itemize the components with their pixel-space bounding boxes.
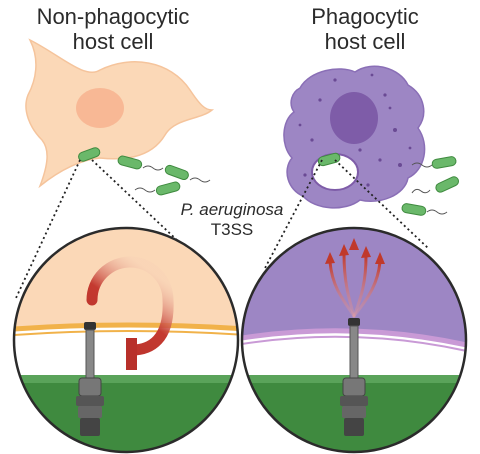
phagocytic-cell: [283, 65, 426, 209]
bacterium-8: [401, 203, 448, 216]
zoom-circle-phagocytic: [240, 226, 468, 454]
bacterium-6: [411, 156, 457, 169]
bacteria-species: P. aeruginosa: [180, 200, 284, 219]
phagocytic-nucleus: [330, 92, 378, 144]
translocation-hook-arrow: [86, 256, 174, 356]
non-phagocytic-cell: [25, 38, 215, 189]
effector-arrows: [328, 246, 382, 318]
title-phagocytic: Phagocytic host cell: [290, 4, 440, 55]
bacterium-4: [134, 181, 181, 196]
title-right-line2: host cell: [324, 29, 406, 55]
cell-granules: [298, 73, 412, 187]
bacteria-label: P. aeruginosa T3SS: [172, 200, 292, 239]
zoom-lines: [15, 159, 429, 299]
non-phagocytic-nucleus: [76, 88, 124, 128]
bacterium-2: [117, 155, 164, 171]
bacterium-7: [411, 176, 460, 194]
title-non-phagocytic: Non-phagocytic host cell: [28, 4, 198, 55]
zoom-circle-non-phagocytic: [12, 226, 240, 454]
bacterium-5: [317, 152, 341, 167]
hook-arrow-tip: [126, 338, 137, 370]
title-right-line1: Phagocytic: [311, 4, 419, 29]
effector-arrowheads: [325, 238, 385, 264]
bacteria-group: [78, 147, 460, 216]
bacteria-system: T3SS: [210, 219, 254, 239]
bacterium-3: [164, 164, 211, 183]
title-left-line1: Non-phagocytic: [36, 4, 190, 29]
bacterium-1: [78, 147, 101, 162]
title-left-line2: host cell: [72, 29, 154, 55]
t3ss-needle-left: [76, 322, 104, 436]
t3ss-needle-right: [340, 318, 368, 436]
